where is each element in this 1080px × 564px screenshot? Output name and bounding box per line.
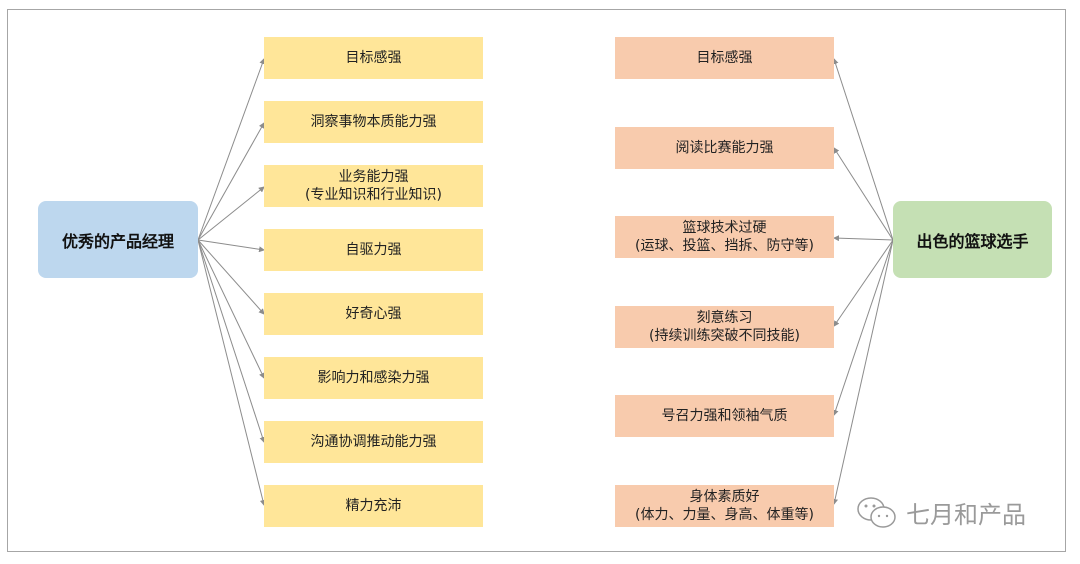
item-text: 号召力强和领袖气质 — [661, 408, 788, 424]
item-text: 目标感强 — [345, 50, 402, 66]
item-text: 自驱力强 — [345, 242, 402, 258]
right-item: 身体素质好 (体力、力量、身高、体重等) — [615, 485, 834, 527]
wechat-icon — [857, 496, 896, 528]
left-hub-product-manager: 优秀的产品经理 — [38, 201, 198, 278]
right-item: 号召力强和领袖气质 — [615, 395, 834, 437]
right-item: 刻意练习 (持续训练突破不同技能) — [615, 306, 834, 348]
left-item: 沟通协调推动能力强 — [264, 421, 483, 463]
left-item: 洞察事物本质能力强 — [264, 101, 483, 143]
watermark: 七月和产品 — [856, 495, 1026, 530]
item-text: 精力充沛 — [345, 498, 402, 514]
item-subtext: (专业知识和行业知识) — [305, 187, 442, 203]
item-text: 篮球技术过硬 — [682, 220, 767, 236]
right-hub-basketball-player: 出色的篮球选手 — [893, 201, 1052, 278]
item-text: 沟通协调推动能力强 — [310, 434, 437, 450]
item-text: 身体素质好 — [689, 489, 760, 505]
item-text: 影响力和感染力强 — [317, 370, 430, 386]
item-text: 洞察事物本质能力强 — [310, 114, 437, 130]
diagram-frame — [7, 9, 1066, 552]
left-item: 好奇心强 — [264, 293, 483, 335]
right-item: 阅读比赛能力强 — [615, 127, 834, 169]
item-text: 阅读比赛能力强 — [675, 140, 774, 156]
watermark-text: 七月和产品 — [906, 501, 1026, 529]
left-hub-label: 优秀的产品经理 — [61, 231, 174, 251]
item-subtext: (运球、投篮、挡拆、防守等) — [635, 238, 814, 254]
left-item: 影响力和感染力强 — [264, 357, 483, 399]
item-text: 好奇心强 — [345, 306, 402, 322]
item-text: 业务能力强 — [338, 169, 409, 185]
left-item: 业务能力强 (专业知识和行业知识) — [264, 165, 483, 207]
item-subtext: (体力、力量、身高、体重等) — [635, 507, 814, 523]
right-hub-label: 出色的篮球选手 — [916, 231, 1029, 251]
left-item: 自驱力强 — [264, 229, 483, 271]
item-text: 刻意练习 — [696, 310, 753, 326]
right-item: 目标感强 — [615, 37, 834, 79]
right-item: 篮球技术过硬 (运球、投篮、挡拆、防守等) — [615, 216, 834, 258]
item-subtext: (持续训练突破不同技能) — [649, 328, 800, 344]
left-item: 精力充沛 — [264, 485, 483, 527]
left-item: 目标感强 — [264, 37, 483, 79]
item-text: 目标感强 — [696, 50, 753, 66]
